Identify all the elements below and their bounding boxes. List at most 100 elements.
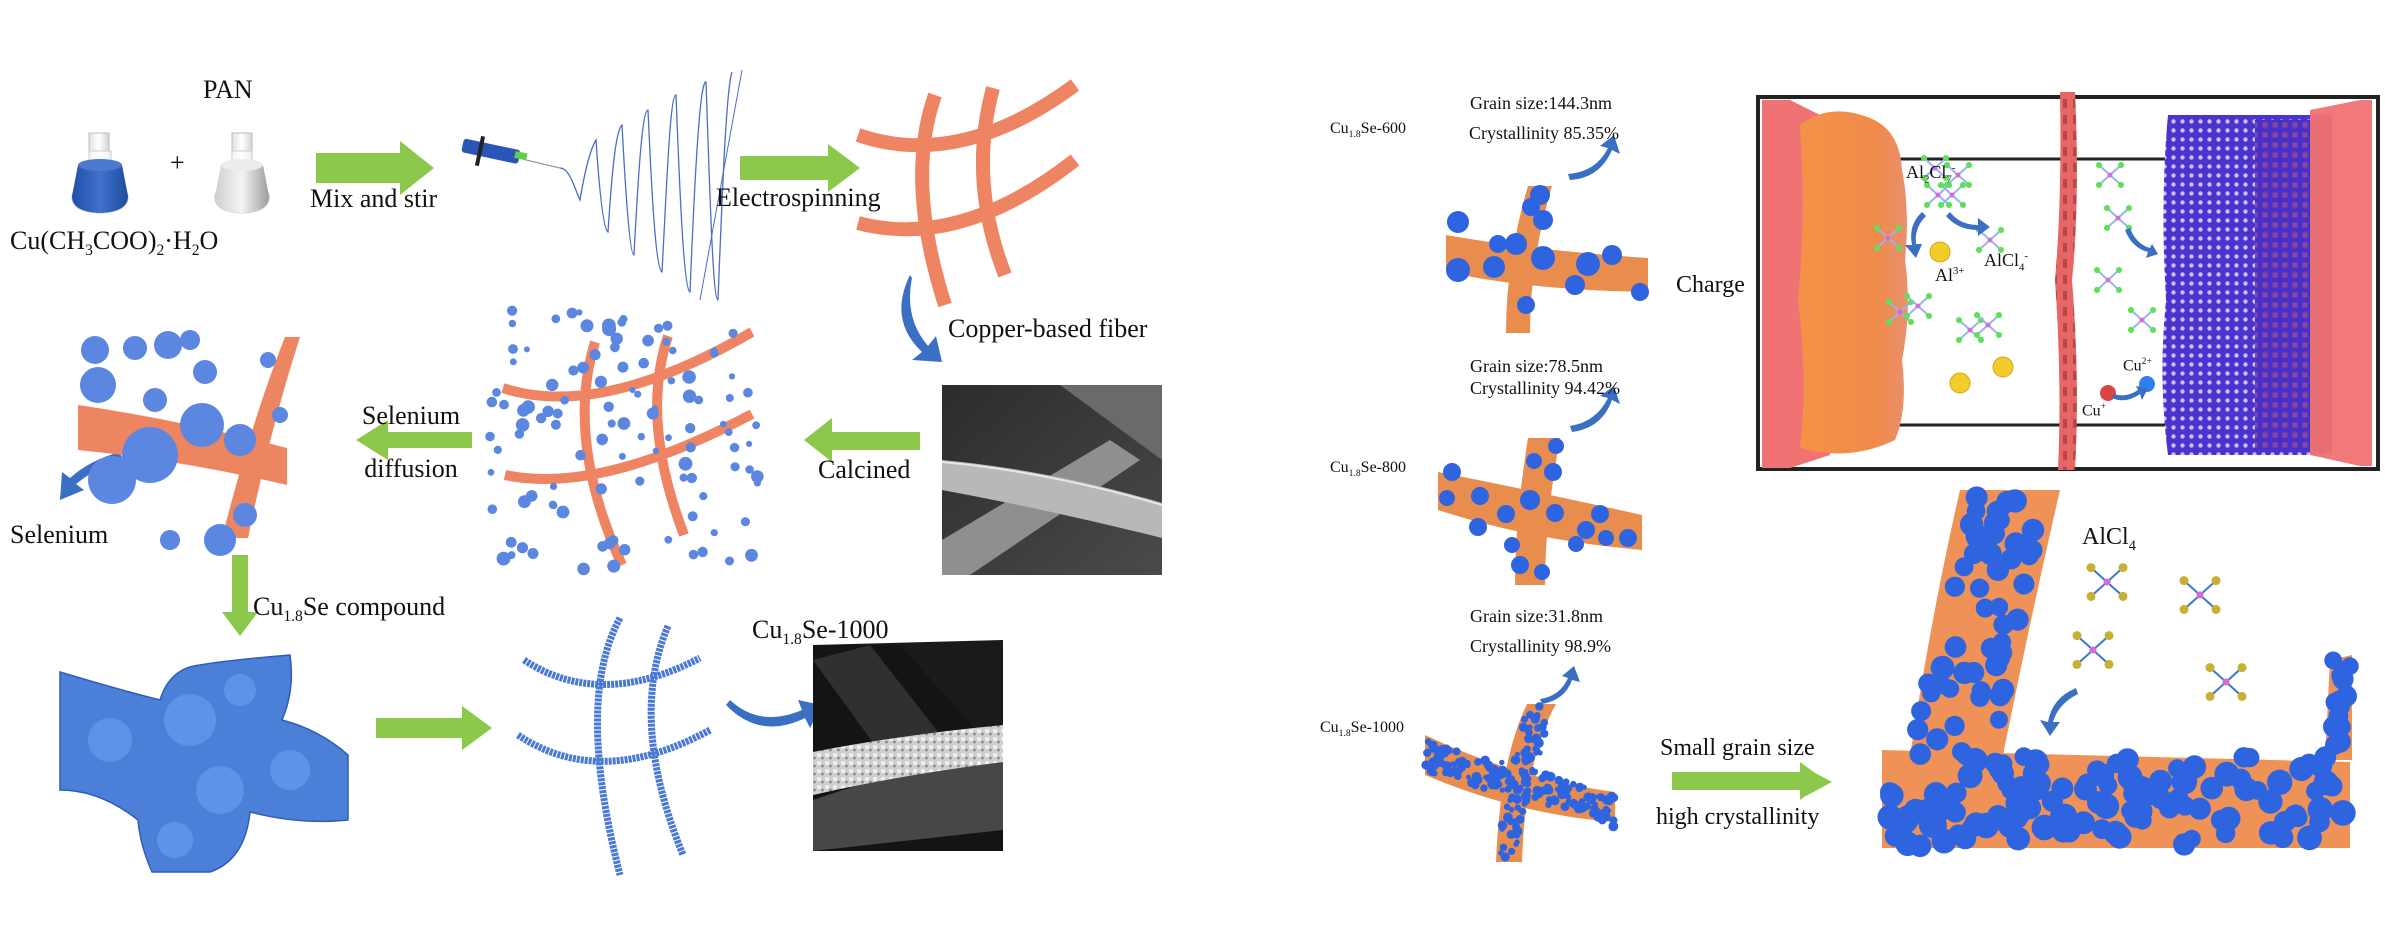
selenium-dot	[594, 375, 608, 388]
grain-particle	[1423, 748, 1432, 758]
grain-particle	[1560, 802, 1570, 811]
alcl4-ion-icon	[2103, 205, 2133, 231]
next-step-arrow-icon	[376, 706, 492, 750]
selenium-dot	[686, 472, 697, 484]
grain-particle	[1450, 761, 1457, 768]
closeup-particle	[1993, 614, 2014, 635]
ion-curve-arrow-icon	[1905, 212, 1926, 258]
cu18se-fiber-network-icon	[516, 616, 712, 876]
closeup-particle	[2297, 825, 2322, 851]
closeup-particle	[1944, 715, 1965, 737]
closeup-particle	[2330, 800, 2356, 826]
selenium-particle	[272, 407, 288, 423]
closeup-particle	[2267, 769, 2293, 795]
grain-particle	[1524, 787, 1532, 795]
grain-particle	[1521, 757, 1530, 766]
selenium-dot	[508, 344, 518, 354]
alcl4-ion-icon	[1955, 317, 1985, 343]
grain-particle	[1427, 768, 1434, 775]
grain-particle	[1480, 784, 1488, 792]
alcl4-ion-icon	[1943, 162, 1973, 188]
grain-particle	[1446, 747, 1453, 754]
closeup-particle	[2023, 749, 2048, 774]
selenium-dot	[597, 541, 608, 552]
selenium-dot	[509, 358, 517, 366]
selenium-dot	[486, 396, 498, 408]
selenium-particle	[160, 530, 180, 550]
selenium-dot	[634, 390, 642, 398]
fiber-with-selenium-illustration	[485, 305, 764, 576]
sample600-curve-arrow-icon	[1568, 135, 1620, 180]
sample-600-grain-size: Grain size:144.3nm	[1470, 93, 1612, 113]
grain-particle	[1499, 759, 1505, 766]
grain-particle	[1593, 801, 1598, 807]
trend-label-grain: Small grain size	[1660, 735, 1815, 761]
selenium-dot	[556, 505, 570, 519]
selenium-dot	[688, 549, 699, 560]
selenium-dot	[589, 349, 601, 361]
grain-particle	[1533, 750, 1539, 756]
electrospinning-jet-icon	[559, 71, 733, 301]
selenium-dot	[487, 504, 498, 514]
selenium-particle	[193, 360, 217, 384]
sample-600-illustration	[1446, 185, 1649, 333]
alcl4-ion-icon	[2179, 576, 2221, 614]
alcl4-ion-icon	[2205, 663, 2247, 701]
trend-label-crystallinity: high crystallinity	[1656, 804, 1820, 830]
grain-particle	[1515, 814, 1525, 824]
selenium-dot	[664, 535, 673, 544]
plus-sign: +	[170, 148, 185, 177]
selenium-dot	[550, 419, 561, 430]
alcl4-ion-icon	[1973, 312, 2003, 338]
al3-ion-icon	[1992, 356, 2014, 378]
selenium-dot	[667, 377, 676, 385]
sample1000-curve-arrow-icon	[1540, 666, 1580, 704]
ion-curve-arrow-icon	[2125, 228, 2158, 258]
selenium-dot	[682, 370, 696, 384]
selenium-dot	[547, 407, 554, 414]
copper-acetate-flask-icon	[71, 132, 129, 214]
grain-particle	[1483, 760, 1493, 770]
closeup-particle	[2230, 768, 2252, 790]
closeup-particle	[2012, 791, 2038, 816]
selenium-dot	[652, 447, 660, 455]
copper-fiber-curve-arrow-icon	[901, 275, 942, 362]
grain-particle	[1532, 785, 1543, 796]
closeup-particle	[2107, 824, 2132, 849]
copper-fiber-network-icon	[855, 79, 1080, 308]
selenium-dot	[678, 456, 693, 471]
electrospin-arrow-icon	[740, 144, 860, 192]
selenium-dot	[653, 323, 664, 333]
selenium-dot	[549, 482, 558, 490]
selenium-dot	[535, 413, 547, 424]
selenium-dot	[724, 428, 733, 436]
calcined-arrow-icon	[804, 418, 920, 462]
closeup-particle	[1930, 655, 1955, 680]
grain-particle	[1532, 768, 1539, 775]
grain-particle	[1545, 771, 1556, 782]
syringe-icon	[461, 135, 561, 169]
selenium-dot	[725, 556, 734, 566]
closeup-particle	[2233, 747, 2254, 768]
closeup-particle	[1972, 540, 1993, 561]
selenium-dot	[527, 548, 539, 559]
selenium-dot	[685, 442, 696, 453]
selenium-dot	[514, 429, 525, 439]
anode-material	[1798, 111, 1908, 454]
selenium-dot	[577, 361, 590, 374]
grain-particle	[1429, 745, 1437, 753]
alcl4-ion-icon	[2086, 563, 2128, 601]
grain-particle	[1496, 766, 1505, 775]
ion-curve-arrow-icon	[1946, 212, 1990, 236]
selenium-dot	[729, 442, 740, 453]
compound-arrow-icon	[222, 555, 258, 636]
diffusion-arrow-icon	[356, 420, 472, 460]
closeup-particle	[1973, 812, 1999, 839]
alcl4-ion-icon	[2095, 162, 2125, 188]
selenium-dot	[508, 319, 517, 328]
selenium-dot	[669, 346, 677, 355]
grain-particle	[1533, 712, 1541, 719]
grain-particle	[1521, 715, 1528, 723]
closeup-particle	[2003, 489, 2027, 513]
selenium-particle	[81, 336, 109, 364]
